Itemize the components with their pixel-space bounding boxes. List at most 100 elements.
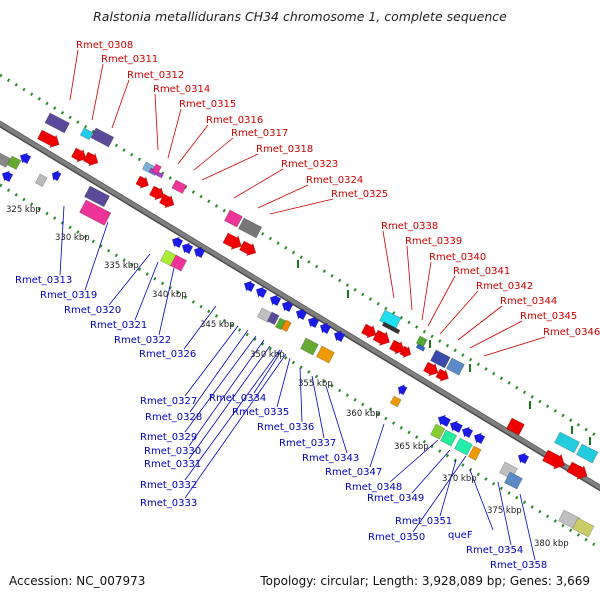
gene-block[interactable] [440, 429, 458, 447]
gene-block[interactable] [90, 127, 115, 148]
gene-block[interactable] [34, 173, 48, 187]
gene-label-top[interactable]: Rmet_0338 [381, 221, 438, 232]
gene-block[interactable] [0, 151, 11, 168]
gene-label-bottom[interactable]: Rmet_0329 [140, 432, 197, 443]
gene-arrow[interactable] [294, 307, 308, 322]
gene-label-bottom[interactable]: Rmet_0328 [145, 412, 202, 423]
gene-arrow[interactable] [242, 279, 256, 294]
gene-arrow[interactable] [306, 315, 320, 330]
gene-label-bottom[interactable]: Rmet_0358 [490, 560, 547, 571]
gene-block[interactable] [151, 163, 162, 175]
gene-label-bottom[interactable]: Rmet_0334 [209, 393, 266, 404]
gene-block[interactable] [572, 517, 595, 538]
gene-arrow[interactable] [50, 169, 62, 183]
gene-block[interactable] [280, 319, 292, 333]
gene-label-top[interactable]: Rmet_0341 [453, 266, 510, 277]
gene-label-top[interactable]: Rmet_0318 [256, 144, 313, 155]
gene-label-top[interactable]: Rmet_0346 [543, 327, 600, 338]
gene-label-bottom[interactable]: Rmet_0331 [144, 459, 201, 470]
gene-label-bottom[interactable]: Rmet_0326 [139, 349, 196, 360]
gene-arrow[interactable] [435, 367, 451, 384]
gene-block[interactable] [79, 199, 112, 226]
gene-label-bottom[interactable]: queF [448, 530, 473, 541]
gene-block[interactable] [171, 179, 188, 194]
gene-block[interactable] [266, 311, 280, 325]
gene-label-top[interactable]: Rmet_0311 [101, 54, 158, 65]
gene-label-bottom[interactable]: Rmet_0354 [466, 545, 523, 556]
gene-arrow[interactable] [332, 329, 346, 344]
gene-arrow[interactable] [70, 146, 89, 165]
gene-arrow[interactable] [36, 128, 62, 151]
gene-label-top[interactable]: Rmet_0344 [500, 296, 557, 307]
gene-label-bottom[interactable]: Rmet_0320 [64, 305, 121, 316]
gene-arrow[interactable] [566, 460, 591, 483]
gene-block[interactable] [389, 395, 402, 408]
gene-arrow[interactable] [436, 413, 452, 428]
gene-label-top[interactable]: Rmet_0316 [206, 115, 263, 126]
gene-arrow[interactable] [318, 321, 332, 336]
gene-arrow[interactable] [422, 360, 441, 379]
gene-arrow[interactable] [170, 235, 184, 250]
gene-arrow[interactable] [158, 192, 177, 211]
gene-label-bottom[interactable]: Rmet_0350 [368, 532, 425, 543]
gene-label-top[interactable]: Rmet_0342 [476, 281, 533, 292]
gene-block[interactable] [554, 431, 580, 454]
gene-label-bottom[interactable]: Rmet_0335 [232, 407, 289, 418]
gene-block[interactable] [415, 343, 426, 352]
gene-label-top[interactable]: Rmet_0312 [127, 70, 184, 81]
gene-label-bottom[interactable]: Rmet_0327 [140, 396, 197, 407]
gene-label-bottom[interactable]: Rmet_0313 [15, 275, 72, 286]
gene-label-bottom[interactable]: Rmet_0321 [90, 320, 147, 331]
gene-arrow[interactable] [18, 151, 32, 166]
gene-arrow[interactable] [82, 150, 101, 169]
gene-arrow[interactable] [135, 174, 151, 191]
gene-arrow[interactable] [372, 328, 393, 349]
gene-arrow[interactable] [388, 338, 407, 357]
gene-label-top[interactable]: Rmet_0345 [520, 311, 577, 322]
gene-label-bottom[interactable]: Rmet_0336 [257, 422, 314, 433]
gene-label-top[interactable]: Rmet_0308 [76, 40, 133, 51]
gene-block[interactable] [84, 185, 110, 208]
gene-label-bottom[interactable]: Rmet_0347 [325, 467, 382, 478]
gene-label-bottom[interactable]: Rmet_0343 [302, 453, 359, 464]
gene-label-bottom[interactable]: Rmet_0332 [140, 480, 197, 491]
gene-arrow[interactable] [280, 299, 294, 314]
gene-block[interactable] [468, 445, 482, 461]
gene-arrow[interactable] [472, 431, 486, 446]
gene-block[interactable] [6, 155, 22, 170]
gene-arrow[interactable] [360, 322, 379, 341]
gene-block[interactable] [300, 337, 319, 356]
gene-label-top[interactable]: Rmet_0314 [153, 84, 210, 95]
gene-arrow[interactable] [541, 448, 568, 473]
gene-arrow[interactable] [268, 293, 282, 308]
gene-block[interactable] [274, 317, 286, 331]
gene-block[interactable] [415, 335, 428, 348]
gene-arrow[interactable] [254, 285, 268, 300]
gene-label-bottom[interactable]: Rmet_0330 [144, 446, 201, 457]
gene-arrow[interactable] [238, 239, 259, 259]
gene-label-bottom[interactable]: Rmet_0348 [345, 482, 402, 493]
gene-arrow[interactable] [460, 425, 474, 440]
gene-label-bottom[interactable]: Rmet_0349 [367, 493, 424, 504]
gene-block[interactable] [430, 349, 451, 369]
gene-label-bottom[interactable]: Rmet_0337 [279, 438, 336, 449]
gene-arrow[interactable] [180, 241, 194, 256]
gene-block[interactable] [381, 321, 401, 335]
gene-label-top[interactable]: Rmet_0317 [231, 128, 288, 139]
gene-arrow[interactable] [192, 245, 206, 260]
gene-arrow[interactable] [448, 419, 464, 434]
gene-block[interactable] [79, 127, 94, 141]
gene-arrow[interactable] [222, 231, 245, 253]
gene-block[interactable] [454, 437, 473, 456]
gene-arrow[interactable] [516, 451, 530, 466]
gene-block[interactable] [316, 345, 335, 364]
gene-block[interactable] [504, 471, 523, 490]
gene-label-top[interactable]: Rmet_0325 [331, 189, 388, 200]
gene-arrow[interactable] [148, 184, 167, 203]
gene-label-bottom[interactable]: Rmet_0351 [395, 516, 452, 527]
gene-label-top[interactable]: Rmet_0340 [429, 252, 486, 263]
gene-block[interactable] [44, 112, 70, 134]
gene-block[interactable] [446, 357, 465, 376]
gene-label-top[interactable]: Rmet_0323 [281, 159, 338, 170]
gene-block[interactable] [170, 254, 188, 272]
